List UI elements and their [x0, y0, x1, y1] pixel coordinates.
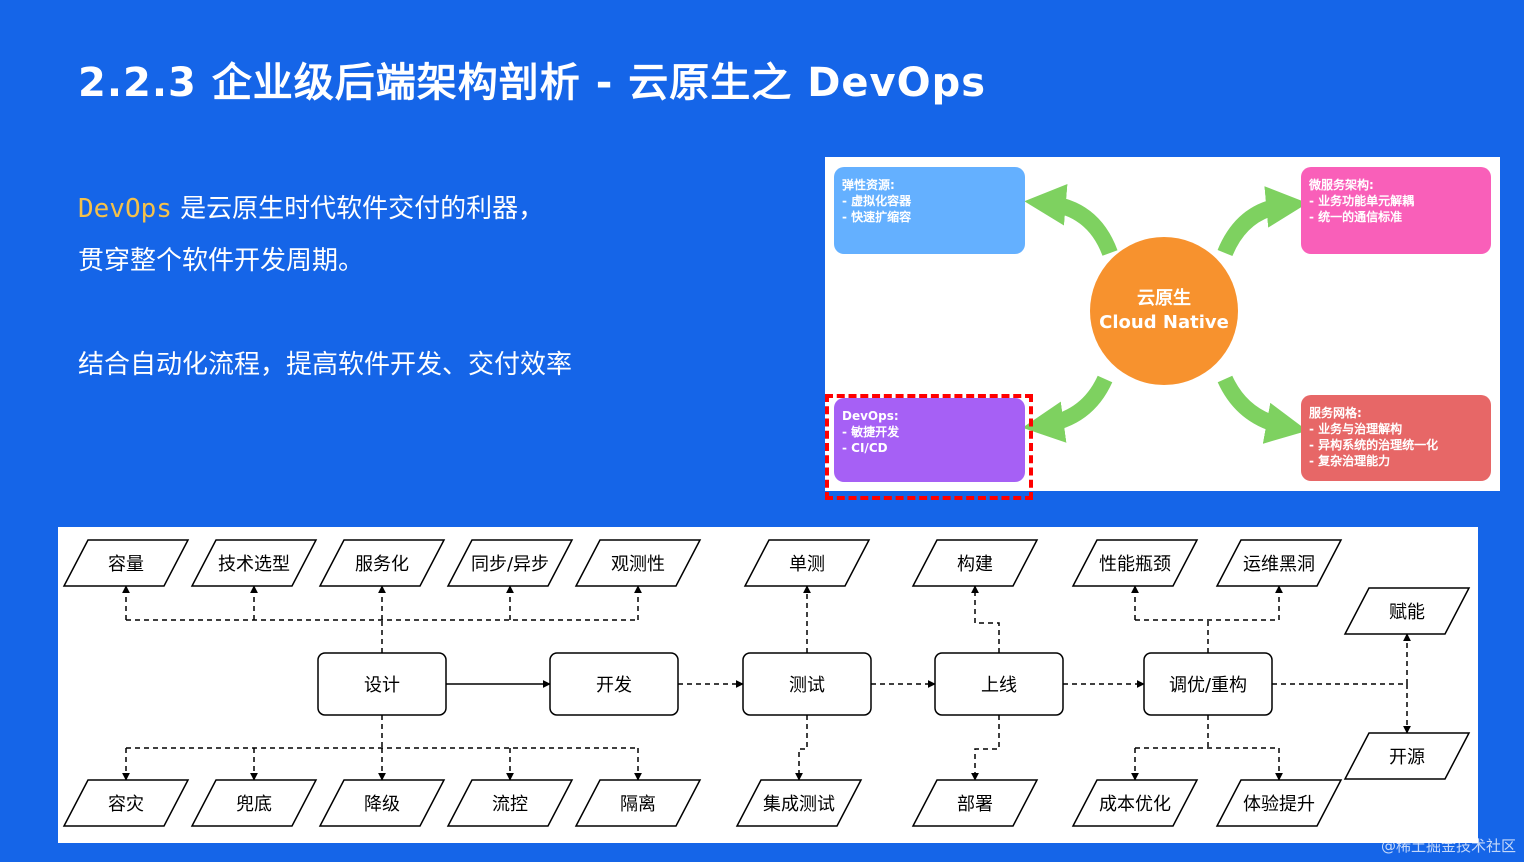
- top-item-7-label: 性能瓶颈: [1099, 554, 1171, 575]
- bottom-item-7: [1071, 779, 1199, 827]
- bottom-item-4-label: 隔离: [620, 794, 656, 815]
- arrow-to-elastic: [1024, 184, 1118, 257]
- bottom-item-6: [911, 779, 1039, 827]
- intro-line-2: 贯穿整个软件开发周期。: [78, 246, 365, 276]
- circle-title-cn: 云原生: [1137, 288, 1191, 309]
- cloud-native-arrows: [1022, 184, 1308, 444]
- devops-highlight: DevOps: [78, 194, 172, 224]
- top-item-0: [62, 539, 190, 587]
- cloud-native-circle: 云原生 Cloud Native: [1090, 237, 1238, 385]
- devops-flow-diagram: 设计 开发 测试 上线 调优/重构 容量 技术选型 服务化 同步/异步 观测性 单测 构建 性能瓶颈 运维…: [62, 539, 1471, 827]
- stage-0-label: 设计: [364, 675, 400, 696]
- bottom-item-3-label: 流控: [492, 794, 528, 815]
- bottom-item-1-label: 兜底: [236, 794, 272, 815]
- test-down: [795, 715, 808, 781]
- right-item-1: [1343, 732, 1471, 780]
- devops-box: DevOps: - 敏捷开发 - CI/CD: [834, 398, 1025, 482]
- top-item-5: [743, 539, 871, 587]
- page-title: 2.2.3 企业级后端架构剖析 - 云原生之 DevOps: [78, 60, 987, 106]
- stage-2-label: 测试: [789, 675, 825, 696]
- bottom-item-8-label: 体验提升: [1243, 794, 1315, 815]
- top-item-3: [446, 539, 574, 587]
- bottom-item-2-label: 降级: [364, 794, 400, 815]
- stage-3: [934, 652, 1064, 716]
- stage-3-label: 上线: [981, 675, 1017, 696]
- bottom-item-5: [735, 779, 863, 827]
- circle-title-en: Cloud Native: [1099, 312, 1229, 333]
- stage-1: [549, 652, 679, 716]
- stage-1-label: 开发: [596, 675, 632, 696]
- arrow-to-mesh: [1217, 375, 1308, 444]
- devops-flow-panel: 设计 开发 测试 上线 调优/重构 容量 技术选型 服务化 同步/异步 观测性 单测 构建 性能瓶颈 运维…: [58, 527, 1478, 843]
- deploy-down: [971, 715, 1000, 781]
- intro-line-1-rest: 是云原生时代软件交付的利器，: [171, 194, 545, 224]
- top-item-8: [1215, 539, 1343, 587]
- devops-highlight-frame: [825, 394, 1033, 500]
- intro-line-1: DevOps 是云原生时代软件交付的利器，: [78, 188, 544, 225]
- service-mesh-box: 服务网格: - 业务与治理解构 - 异构系统的治理统一化 - 复杂治理能力: [1301, 395, 1491, 481]
- cloud-native-panel: 弹性资源: - 虚拟化容器 - 快速扩缩容 微服务架构: - 业务功能单元解耦 …: [825, 157, 1500, 500]
- top-item-4: [574, 539, 702, 587]
- stage-0: [317, 652, 447, 716]
- bottom-item-0-label: 容灾: [108, 794, 144, 815]
- right-item-0: [1343, 587, 1471, 635]
- right-item-1-label: 开源: [1389, 747, 1425, 768]
- bottom-item-7-label: 成本优化: [1099, 794, 1171, 815]
- stage-4-label: 调优/重构: [1169, 675, 1247, 696]
- right-item-0-label: 赋能: [1389, 602, 1425, 623]
- bottom-item-1: [190, 779, 318, 827]
- stage-2: [742, 652, 872, 716]
- stage-4: [1143, 652, 1273, 716]
- top-item-6: [911, 539, 1039, 587]
- arrow-to-microservice: [1217, 186, 1308, 257]
- bottom-item-5-label: 集成测试: [763, 794, 835, 815]
- microservice-box: 微服务架构: - 业务功能单元解耦 - 统一的通信标准: [1301, 167, 1491, 254]
- top-item-8-label: 运维黑洞: [1243, 554, 1315, 575]
- top-item-2: [318, 539, 446, 587]
- deploy-up: [971, 585, 1000, 653]
- top-item-1: [190, 539, 318, 587]
- top-item-7: [1071, 539, 1199, 587]
- top-item-1-label: 技术选型: [218, 554, 290, 575]
- bottom-item-8: [1215, 779, 1343, 827]
- top-item-3-label: 同步/异步: [471, 554, 549, 575]
- bottom-item-2: [318, 779, 446, 827]
- arrow-to-devops: [1022, 375, 1113, 443]
- top-item-2-label: 服务化: [355, 554, 409, 575]
- intro-line-3: 结合自动化流程，提高软件开发、交付效率: [78, 350, 573, 380]
- bottom-item-3: [446, 779, 574, 827]
- elastic-resources-box: 弹性资源: - 虚拟化容器 - 快速扩缩容: [834, 167, 1025, 254]
- top-item-5-label: 单测: [789, 554, 825, 575]
- watermark: @稀土掘金技术社区: [1380, 837, 1516, 855]
- top-item-6-label: 构建: [957, 554, 993, 575]
- top-item-4-label: 观测性: [611, 554, 665, 575]
- bottom-item-6-label: 部署: [957, 794, 993, 815]
- bottom-item-4: [574, 779, 702, 827]
- top-item-0-label: 容量: [108, 554, 144, 575]
- bottom-item-0: [62, 779, 190, 827]
